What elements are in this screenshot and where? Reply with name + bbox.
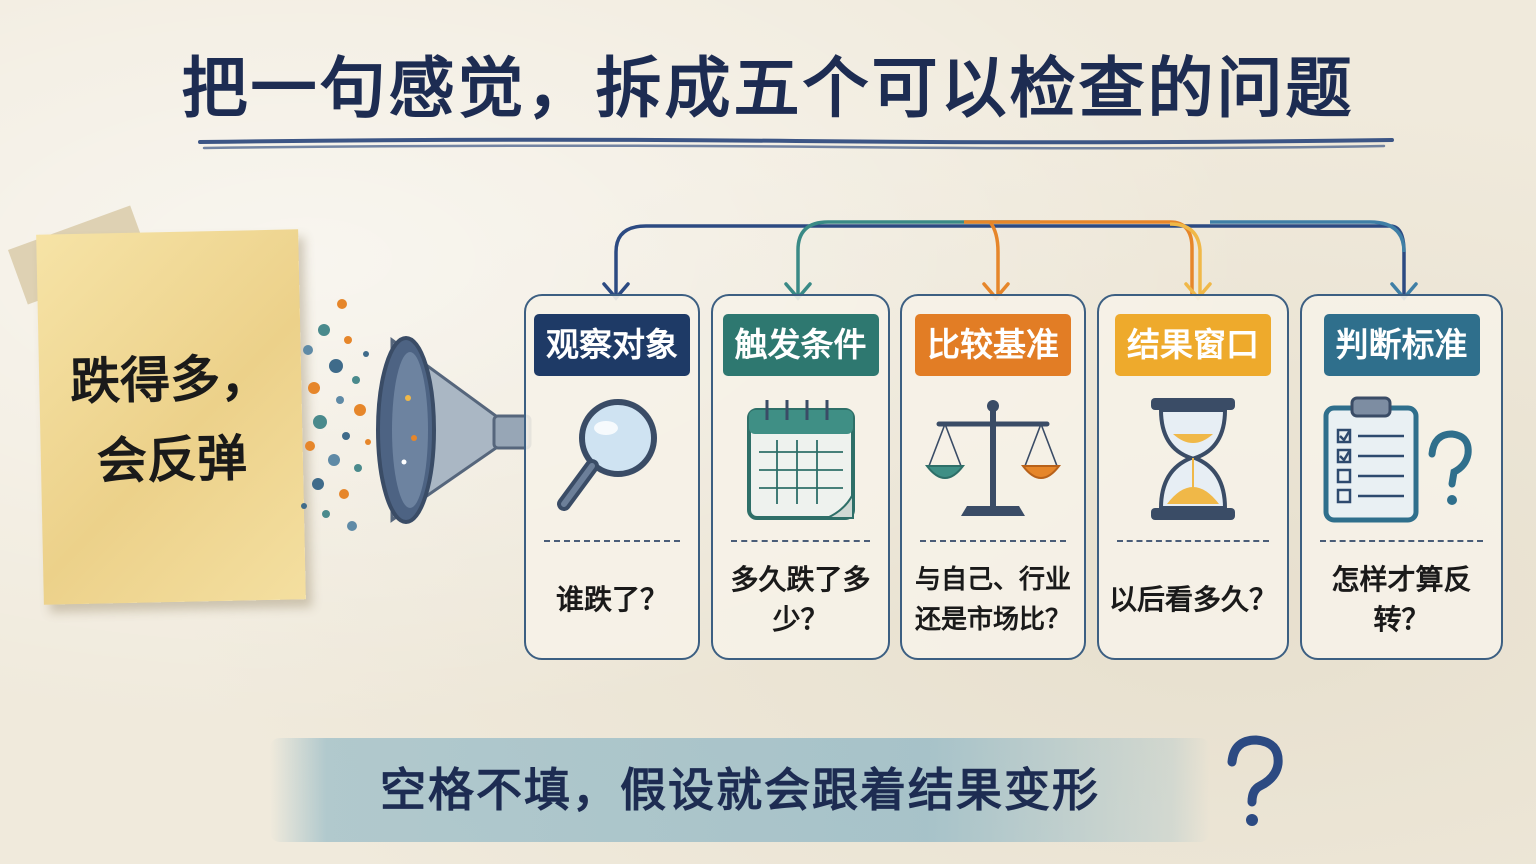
card-judgment-criteria: 判断标准 怎样才算反转？ (1300, 294, 1503, 660)
card-question: 与自己、行业 还是市场比？ (914, 565, 1071, 635)
card-label: 触发条件 (722, 314, 879, 376)
scattered-dots (301, 299, 371, 531)
card-result-window: 结果窗口 以后看多久？ (1097, 294, 1289, 660)
card-question: 怎样才算反转？ (1331, 563, 1472, 636)
card-label: 观察对象 (534, 314, 690, 376)
funnel-icon (301, 299, 532, 531)
card-label: 判断标准 (1323, 314, 1480, 376)
balance-scale-icon (924, 400, 1062, 516)
hourglass-icon (1151, 398, 1235, 520)
card-question: 谁跌了？ (555, 583, 668, 616)
card-comparison-baseline: 比较基准 与自己、行业 还是市场比？ (900, 294, 1086, 660)
card-divider (1117, 540, 1269, 542)
footer-brush-stripe (270, 738, 1210, 842)
card-trigger-condition: 触发条件 多久跌了多少？ (711, 294, 890, 660)
question-mark-icon (1227, 735, 1283, 826)
card-divider (731, 540, 870, 542)
card-divider (544, 540, 680, 542)
page-title: 把一句感觉，拆成五个可以检查的问题 (181, 50, 1355, 127)
card-observation-target: 观察对象 谁跌了？ (524, 294, 700, 660)
card-divider (920, 540, 1066, 542)
card-label: 比较基准 (915, 314, 1071, 376)
title-underline (198, 137, 1394, 150)
card-question: 多久跌了多少？ (730, 563, 871, 636)
footer-text: 空格不填，假设就会跟着结果变形 (380, 763, 1100, 817)
card-label: 结果窗口 (1115, 314, 1271, 376)
magnifier-icon (557, 399, 657, 511)
checklist-clipboard-icon (1323, 396, 1472, 523)
card-question: 以后看多久？ (1108, 583, 1277, 616)
card-divider (1320, 540, 1483, 542)
calendar-icon (746, 400, 855, 520)
